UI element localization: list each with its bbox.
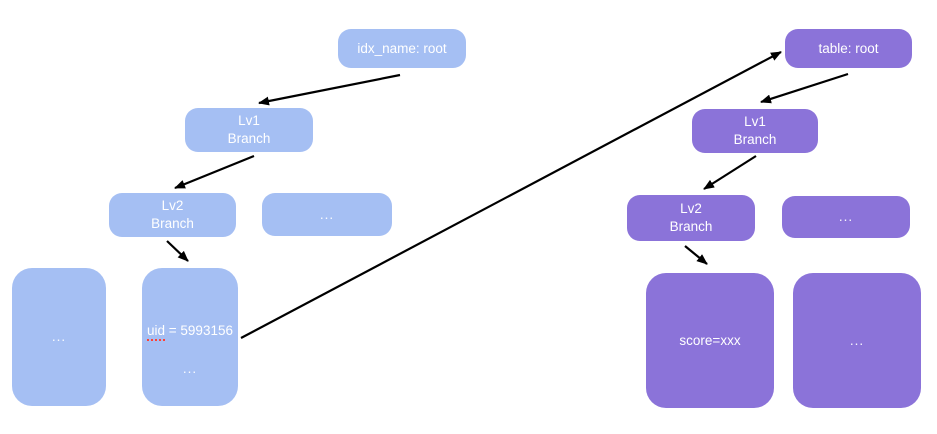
index-leaf-ellipsis-node: ...: [12, 268, 106, 406]
arrow-index-root-to-lv1: [258, 73, 401, 106]
index-leaf-uid-node: uid = 5993156 ...: [142, 268, 238, 406]
table-lv1-branch-node: Lv1 Branch: [692, 109, 818, 153]
arrow-table-lv1-to-lv2: [703, 155, 757, 190]
index-lv1-branch-label: Lv1 Branch: [227, 113, 271, 146]
index-lv2-branch-node: Lv2 Branch: [109, 193, 236, 237]
table-leaf-ellipsis-label: ...: [849, 332, 865, 348]
uid-value-text: uid = 5993156: [142, 322, 238, 341]
arrow-table-root-to-lv1: [760, 72, 849, 104]
table-lv1-branch-label: Lv1 Branch: [733, 114, 777, 147]
uid-rest: = 5993156: [165, 323, 233, 338]
index-lv2-branch-label: Lv2 Branch: [151, 198, 194, 231]
score-value-text: score=xxx: [679, 332, 741, 348]
arrow-index-lv2-to-uid-leaf: [166, 240, 189, 262]
arrow-table-lv2-to-score-leaf: [684, 245, 708, 265]
table-root-node: table: root: [785, 29, 912, 68]
arrow-index-lv1-to-lv2: [174, 154, 255, 190]
table-leaf-score-node: score=xxx: [646, 273, 774, 408]
table-lv2-branch-label: Lv2 Branch: [669, 201, 713, 234]
index-branch-ellipsis-label: ...: [319, 206, 335, 222]
index-root-label: idx_name: root: [357, 40, 447, 56]
table-branch-ellipsis-node: ...: [782, 196, 910, 238]
table-leaf-ellipsis-node: ...: [793, 273, 921, 408]
index-leaf-ellipsis-label: ...: [51, 329, 67, 344]
table-lv2-branch-node: Lv2 Branch: [627, 195, 755, 241]
table-root-label: table: root: [818, 40, 879, 56]
index-uid-leaf-ellipsis: ...: [182, 361, 198, 376]
index-branch-ellipsis-node: ...: [262, 193, 392, 236]
index-root-node: idx_name: root: [338, 29, 466, 68]
index-lv1-branch-node: Lv1 Branch: [185, 108, 313, 152]
table-branch-ellipsis-label: ...: [838, 209, 854, 224]
uid-word: uid: [147, 323, 166, 341]
